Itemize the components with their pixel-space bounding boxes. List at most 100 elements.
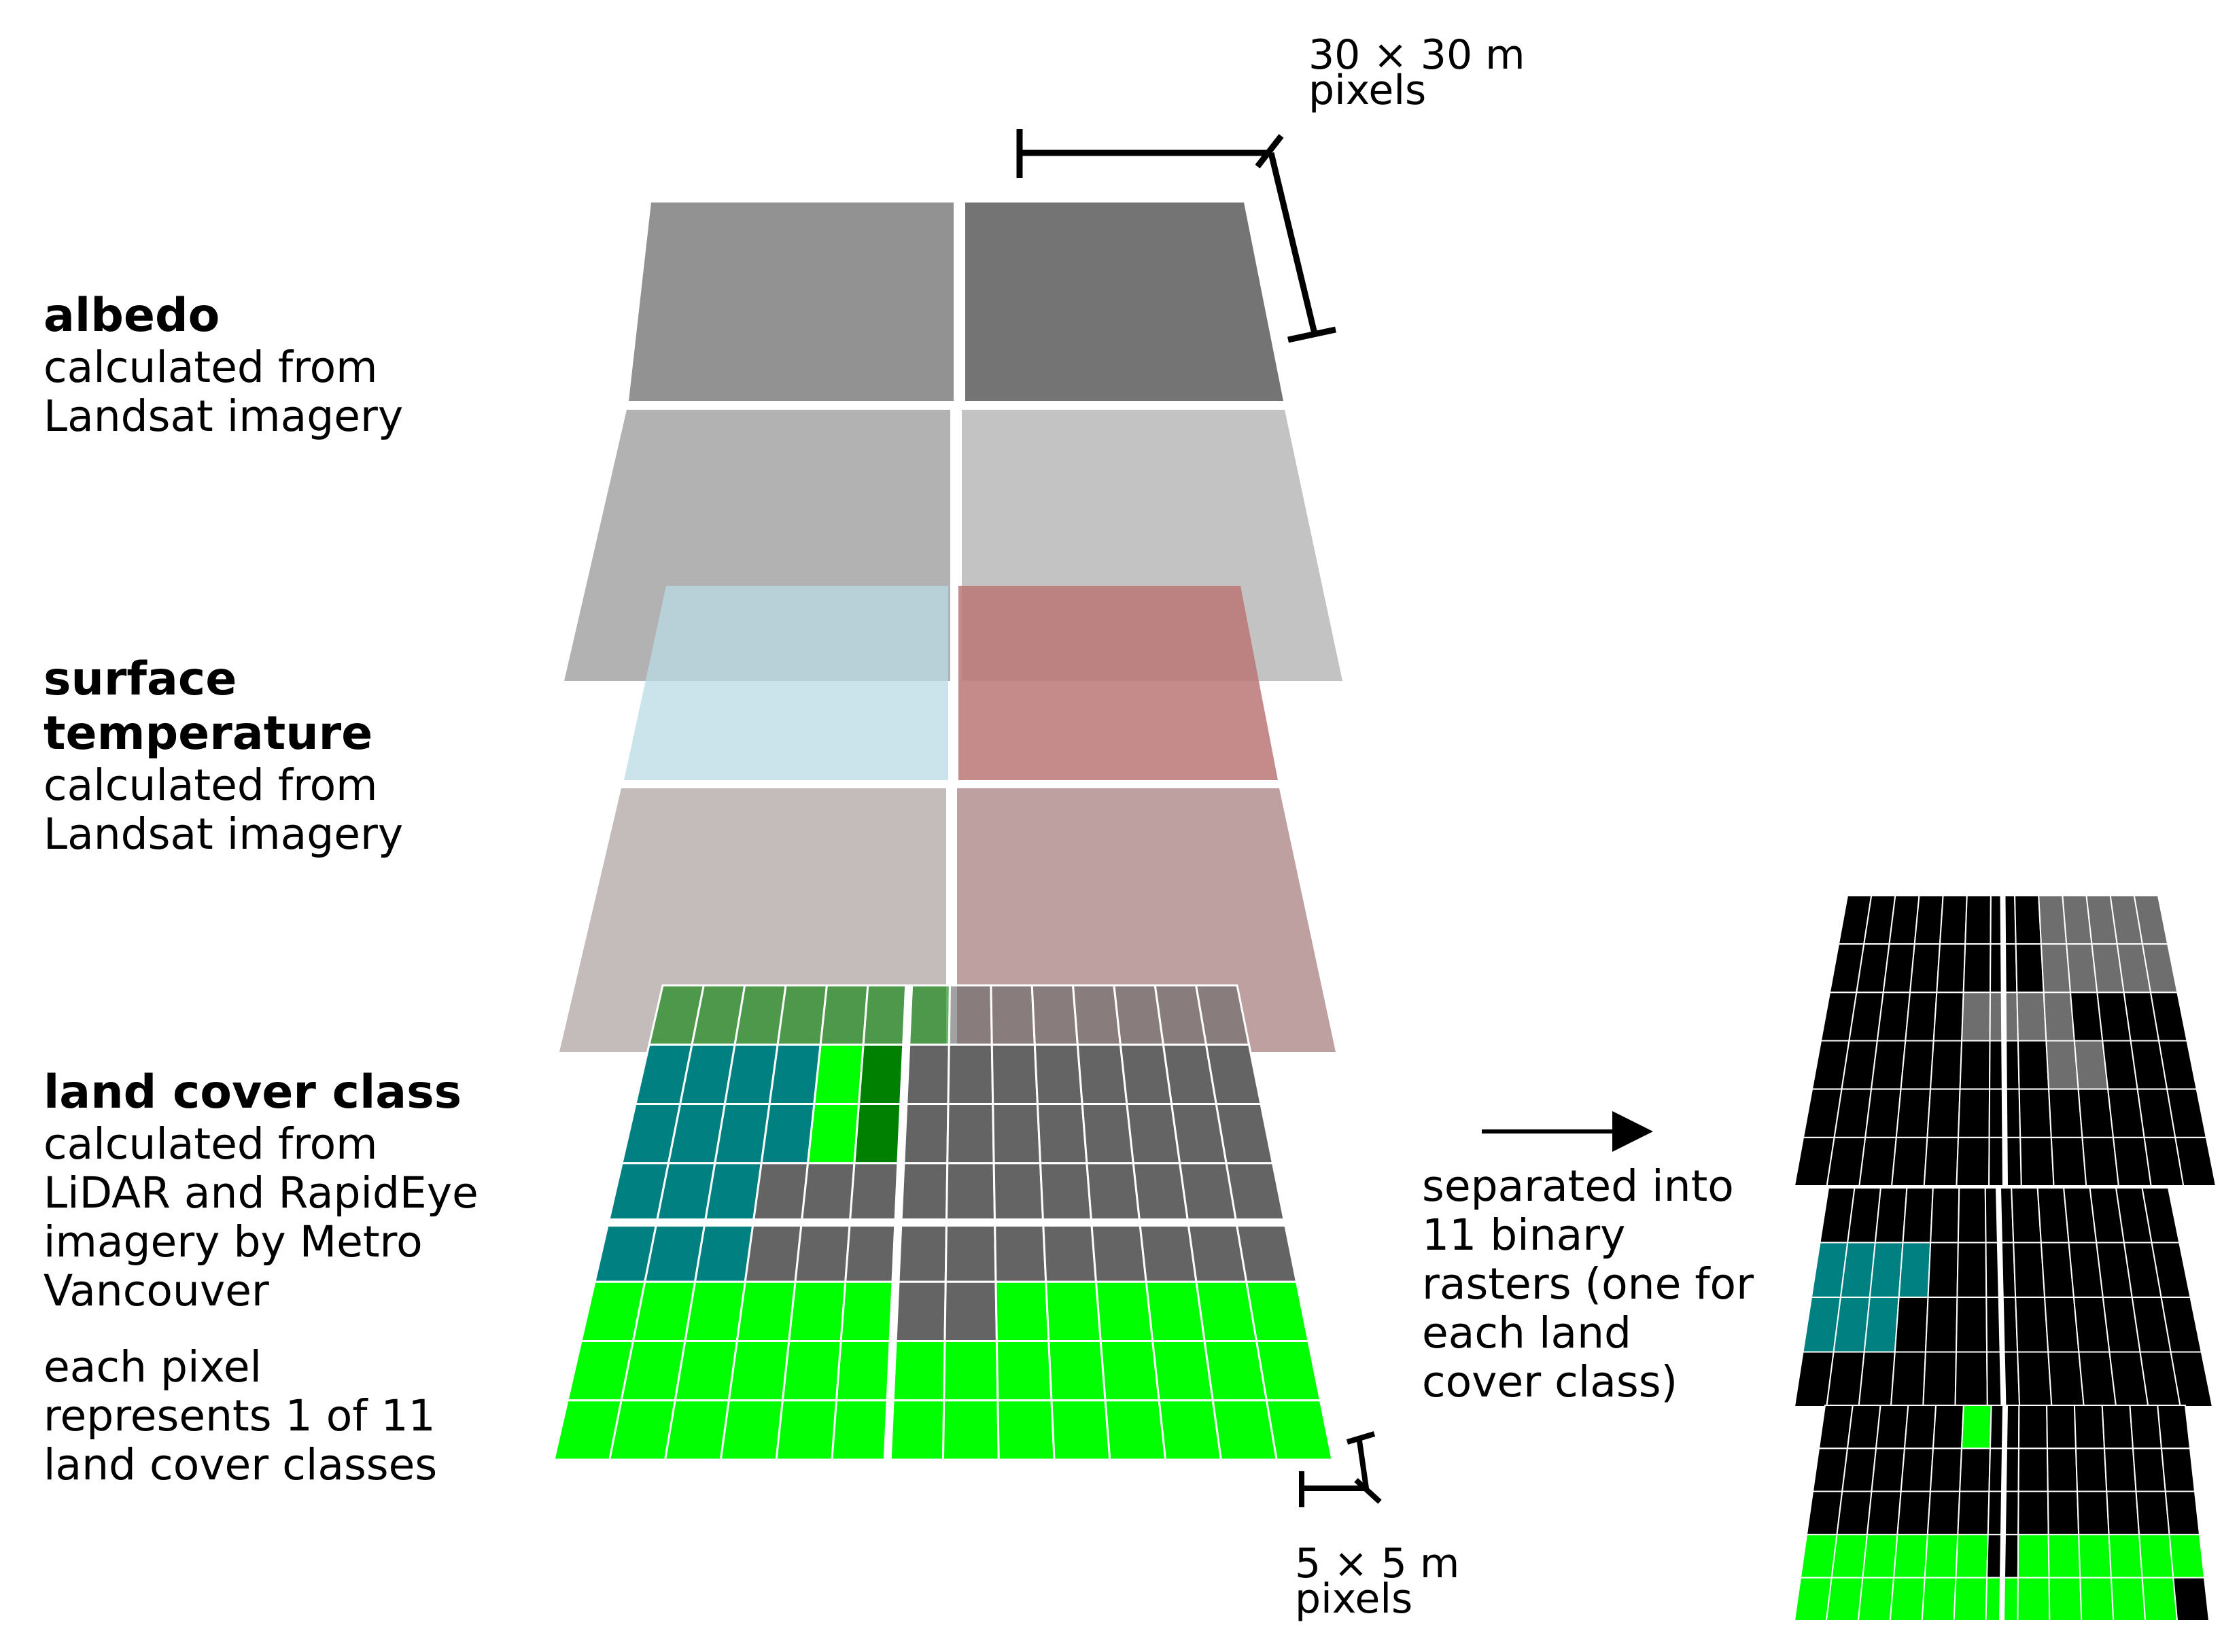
albedo-label: albedo calculated from Landsat imagery [44,289,403,441]
binary-raster-pixel [2141,1577,2178,1621]
land-cover-pixel [1265,1399,1334,1461]
land-cover-pixel [768,1043,822,1105]
binary-raster-pixel [1874,1187,1908,1244]
binary-raster-pixel [1926,1490,1961,1536]
binary-raster-pixel [2011,1187,2042,1244]
land-cover-pixel [835,1340,895,1402]
binary-raster-pixel [1846,1405,1881,1449]
albedo-subtitle-line-2: Landsat imagery [44,391,404,441]
binary-raster-pixel [2047,1490,2080,1536]
land-cover-pixel [905,984,952,1046]
separation-line-5: cover class) [1422,1357,1678,1407]
binary-raster-pixel [2168,1534,2206,1579]
scale-label-5m: 5 × 5 m pixels [1295,1543,1459,1623]
temperature-title-line-1: surface [44,652,237,706]
scale-label-30m: 30 × 30 m pixels [1308,35,1525,111]
land-cover-pixel [995,1340,1053,1402]
binary-raster-pixel [2077,1490,2110,1536]
land-cover-note-line-2: represents 1 of 11 [44,1391,436,1441]
land-cover-pixel [1033,1043,1083,1105]
binary-raster-pixel [2135,1490,2170,1536]
land-cover-pixel [735,1280,797,1342]
binary-raster-pixel [2015,1297,2049,1353]
binary-raster-pixel [2017,1490,2049,1536]
land-cover-pixel [902,1043,950,1105]
binary-raster-pixel [1875,1405,1909,1449]
albedo-pixel [965,203,1283,401]
land-cover-pixel [1094,1280,1154,1342]
binary-raster-pixel [2046,1447,2079,1492]
land-cover-pixel [819,984,869,1046]
binary-raster-pixel [1793,1577,1833,1621]
binary-raster-pixel [2078,1534,2112,1579]
land-cover-pixel [1204,1043,1262,1105]
land-cover-pixel [1030,984,1079,1046]
binary-raster-pixel [1892,1534,1928,1579]
binary-raster-pixel [1932,1405,1964,1449]
land-cover-pixel [1158,1399,1223,1461]
binary-raster-pixel [1825,1577,1864,1621]
binary-raster-pixel [1894,1297,1929,1353]
land-cover-pixel [781,1340,842,1402]
binary-raster-pixel [2047,1534,2081,1579]
binary-raster-pixel [2103,1447,2137,1492]
binary-raster-pixel [2047,1351,2085,1407]
binary-raster-pixel [1956,1242,1987,1298]
binary-raster-pixel [1830,1534,1869,1579]
albedo-subtitle-line-1: calculated from [44,342,378,392]
binary-raster-pixel [2046,1405,2077,1449]
land-cover-note-line-3: land cover classes [44,1440,438,1490]
binary-raster-pixel [1866,1490,1902,1536]
binary-raster-divider [2000,895,2008,1187]
land-cover-pixel [857,1043,907,1105]
land-cover-note-line-1: each pixel [44,1342,262,1392]
land-cover-pixel [990,984,1036,1046]
binary-raster-pixel [1955,1297,1988,1353]
binary-raster-pixel [1870,1040,1907,1090]
binary-raster-pixel [1959,1447,1992,1492]
binary-raster-pixel [2101,1405,2134,1449]
land-cover-pixel [1255,1340,1322,1402]
land-cover-pixel [1245,1280,1310,1342]
binary-rasters-stack [1793,895,2217,1621]
land-cover-pixel [693,1221,754,1283]
land-cover-pixel [1071,984,1122,1046]
land-cover-pixel [994,1221,1047,1283]
land-cover-pixel [862,984,910,1046]
land-cover-pixel [1090,1221,1147,1283]
binary-raster-pixel [1864,1088,1902,1138]
albedo-title: albedo [44,289,220,342]
land-cover-pixel [992,1103,1042,1165]
land-cover-pixel [1099,1340,1160,1402]
binary-raster-pixel [1924,1534,1959,1579]
separation-line-1: separated into [1422,1161,1734,1211]
land-cover-pixel [899,1103,950,1165]
binary-raster-pixel [1811,1447,1849,1492]
binary-raster-pixel [1900,1447,1934,1492]
land-cover-pixel [1081,1103,1134,1165]
land-cover-pixel [831,1399,892,1461]
binary-raster-pixel [1929,1447,1963,1492]
binary-raster-pixel [1913,895,1944,945]
albedo-pixel [629,203,954,401]
land-cover-pixel [663,1399,731,1461]
binary-raster-pixel [1939,895,1968,945]
land-cover-pixel [946,1103,995,1165]
binary-raster-pixel [1932,991,1964,1042]
binary-raster-pixel [2164,1490,2201,1536]
binary-raster-pixel [2017,1447,2049,1492]
binary-raster-pixel [1926,1088,1961,1138]
binary-raster-pixel [1871,1447,1906,1492]
land-cover-pixel [704,1162,763,1224]
binary-raster-pixel [2014,895,2043,945]
land-cover-pixel [806,1103,861,1165]
land-cover-pixel [1145,1280,1206,1342]
binary-raster-pixel [2019,1136,2055,1187]
land-cover-pixel [1042,1221,1098,1283]
binary-raster-pixel [1895,1088,1932,1138]
binary-raster-pixel [1833,1297,1871,1353]
binary-raster-pixel [2157,1405,2191,1449]
land-cover-pixel [1039,1162,1093,1224]
scale-5m-line-2: pixels [1295,1575,1413,1623]
binary-raster-pixel [1921,1577,1957,1621]
